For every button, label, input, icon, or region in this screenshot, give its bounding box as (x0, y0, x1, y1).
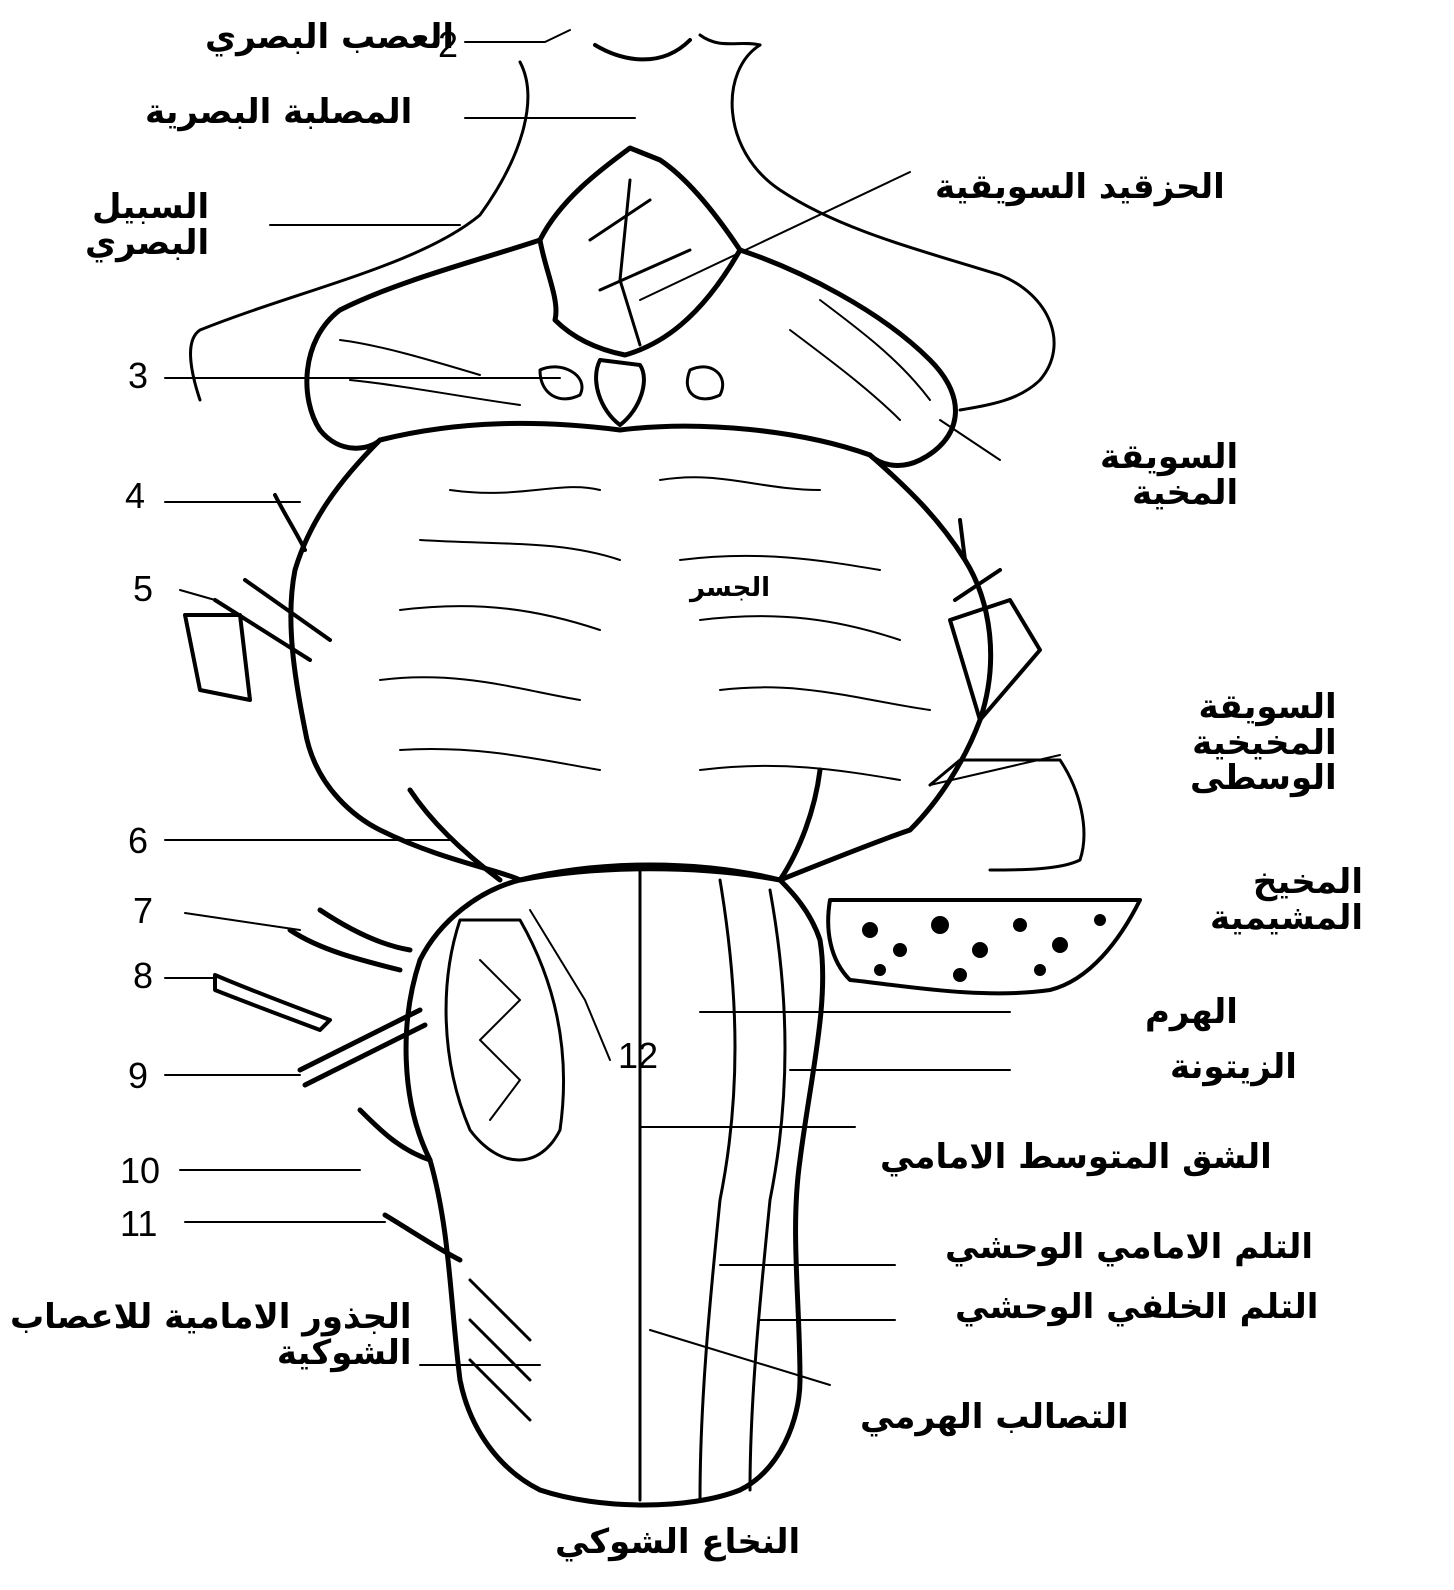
label-anterior-roots: الجذور الامامية للاعصاب الشوكية (10, 1300, 412, 1371)
label-anterior-roots-line2: الشوكية (10, 1336, 412, 1372)
label-cerebellum-line1: المخيخ (1210, 865, 1363, 901)
label-anterolateral-sulcus: التلم الامامي الوحشي (945, 1230, 1313, 1266)
label-3: 3 (128, 355, 148, 397)
label-12: 12 (618, 1035, 658, 1077)
label-mcp-line2: المخيخية (1190, 726, 1337, 762)
label-optic-chiasm: المصلبة البصرية (145, 95, 412, 131)
label-4: 4 (125, 475, 145, 517)
label-olive: الزيتونة (1170, 1050, 1297, 1086)
label-cerebellum-line2: المشيمية (1210, 901, 1363, 937)
label-optic-tract-line2: البصري (85, 226, 209, 262)
label-anterior-roots-line1: الجذور الامامية للاعصاب (10, 1300, 412, 1336)
label-optic-tract-line1: السبيل (85, 190, 209, 226)
label-optic-tract: السبيل البصري (85, 190, 209, 261)
label-9: 9 (128, 1055, 148, 1097)
label-infundibulum: الحزقيد السويقية (935, 170, 1225, 206)
label-cerebellum: المخيخ المشيمية (1210, 865, 1363, 936)
label-5: 5 (133, 568, 153, 610)
label-pyramidal-decussation: التصالب الهرمي (860, 1400, 1129, 1436)
label-6: 6 (128, 820, 148, 862)
label-cerebral-peduncle-line1: السويقة (1100, 440, 1238, 476)
label-optic-nerve: العصب البصري (205, 20, 454, 56)
label-mcp-line1: السويقة (1190, 690, 1337, 726)
label-middle-cerebellar-peduncle: السويقة المخيخية الوسطى (1190, 690, 1337, 797)
label-11: 11 (120, 1203, 157, 1245)
cerebellum-texture (862, 914, 1106, 982)
label-7: 7 (133, 890, 153, 932)
label-pons: الجسر (690, 575, 770, 602)
label-mcp-line3: الوسطى (1190, 761, 1337, 797)
label-pyramid: الهرم (1145, 995, 1238, 1031)
leader-lines (165, 30, 1140, 1385)
label-spinal-cord: النخاع الشوكي (555, 1525, 800, 1561)
label-anterior-median-fissure: الشق المتوسط الامامي (880, 1140, 1272, 1176)
label-posterolateral-sulcus: التلم الخلفي الوحشي (955, 1290, 1318, 1326)
label-cerebral-peduncle: السويقة المخية (1100, 440, 1238, 511)
label-cerebral-peduncle-line2: المخية (1100, 476, 1238, 512)
label-8: 8 (133, 955, 153, 997)
label-10: 10 (120, 1150, 160, 1192)
